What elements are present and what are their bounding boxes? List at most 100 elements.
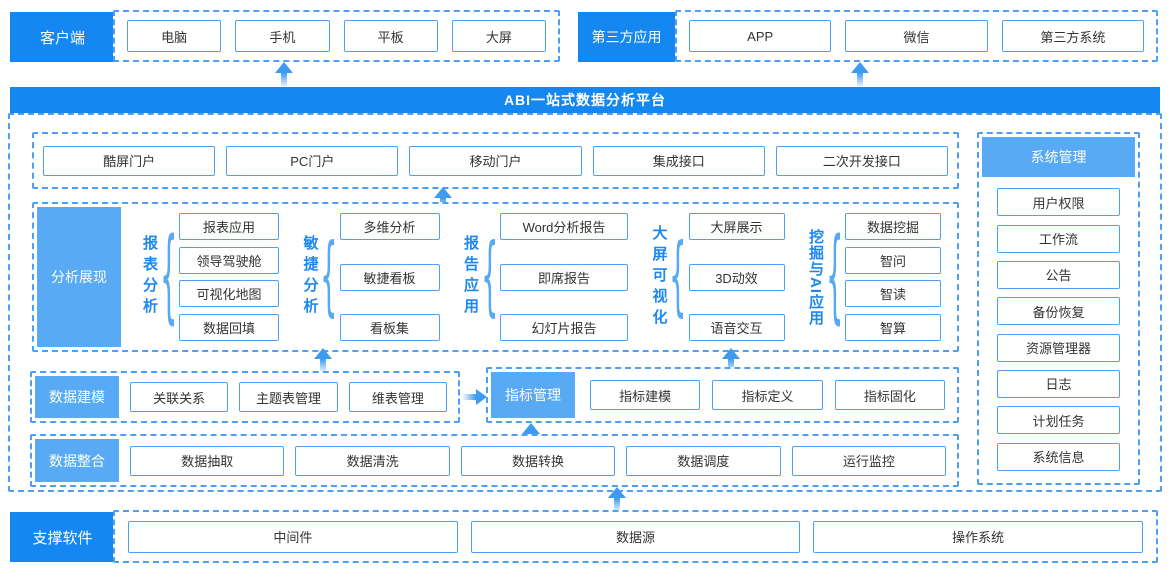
metric-label: 指标管理 [491, 372, 575, 418]
system-box: 日志 [997, 369, 1120, 398]
integration-box: 数据转换 [460, 445, 616, 476]
portal-box: 移动门户 [409, 145, 582, 176]
analysis-group-bigscreen: 大屏可视化 大屏展示 3D动效 语音交互 [650, 213, 785, 341]
system-box: 资源管理器 [997, 333, 1120, 362]
modeling-box: 维表管理 [348, 382, 447, 412]
analysis-groups: 报表分析 报表应用 领导驾驶舱 可视化地图 数据回填 敏捷分析 多维分析 敏捷看… [130, 204, 951, 350]
analysis-box: 幻灯片报告 [500, 314, 628, 341]
analysis-label: 分析展现 [37, 207, 121, 347]
analysis-box: 智读 [845, 280, 941, 308]
client-devices-row: 电脑 手机 平板 大屏 [115, 12, 558, 60]
analysis-box: 智问 [845, 246, 941, 274]
modeling-label: 数据建模 [35, 376, 119, 418]
system-box: 用户权限 [997, 188, 1120, 217]
portal-row: 酷屏门户 PC门户 移动门户 集成接口 二次开发接口 [34, 134, 957, 187]
third-party-label: 第三方应用 [578, 12, 675, 62]
group-items: 数据挖掘 智问 智读 智算 [845, 213, 941, 341]
metric-row: 指标建模 指标定义 指标固化 [488, 369, 957, 421]
support-container: 中间件 数据源 操作系统 [113, 510, 1158, 563]
client-devices-container: 电脑 手机 平板 大屏 [113, 10, 560, 62]
integration-band: 数据整合 数据抽取 数据清洗 数据转换 数据调度 运行监控 [30, 434, 959, 487]
group-items: 大屏展示 3D动效 语音交互 [688, 213, 785, 341]
system-label: 系统管理 [982, 137, 1135, 177]
analysis-group-agile: 敏捷分析 多维分析 敏捷看板 看板集 [301, 213, 440, 341]
brace-icon [161, 260, 176, 294]
up-arrow-icon [608, 487, 626, 512]
up-arrow-icon [275, 62, 293, 87]
group-name: 大屏可视化 [650, 224, 668, 330]
analysis-box: 报表应用 [179, 213, 279, 240]
metric-band: 指标管理 指标建模 指标定义 指标固化 [486, 367, 959, 423]
analysis-box: 智算 [845, 313, 941, 341]
up-arrow-icon [851, 62, 869, 87]
group-items: Word分析报告 即席报告 幻灯片报告 [500, 213, 628, 341]
analysis-box: 语音交互 [688, 314, 785, 341]
portal-box: 酷屏门户 [43, 145, 216, 176]
modeling-band: 数据建模 关联关系 主题表管理 维表管理 [30, 371, 460, 423]
support-box: 数据源 [470, 520, 801, 553]
analysis-box: 数据回填 [179, 313, 279, 341]
analysis-group-ai: 挖掘与AI应用 数据挖掘 智问 智读 智算 [806, 213, 941, 341]
analysis-box: 领导驾驶舱 [179, 246, 279, 274]
analysis-box: 大屏展示 [688, 213, 785, 240]
brace-icon [827, 260, 842, 294]
group-name: 报告应用 [462, 235, 479, 319]
metric-box: 指标固化 [834, 380, 945, 410]
support-box: 中间件 [128, 520, 458, 553]
analysis-box: Word分析报告 [500, 213, 628, 240]
brace-icon [482, 260, 497, 294]
analysis-box: 3D动效 [688, 263, 785, 291]
up-arrow-icon [314, 348, 332, 373]
system-box: 计划任务 [997, 406, 1120, 435]
system-box: 备份恢复 [997, 297, 1120, 326]
portal-box: PC门户 [226, 145, 399, 176]
group-items: 多维分析 敏捷看板 看板集 [339, 213, 440, 341]
modeling-box: 主题表管理 [239, 382, 338, 412]
analysis-box: 敏捷看板 [339, 263, 440, 291]
system-box: 系统信息 [997, 442, 1120, 471]
system-box: 工作流 [997, 224, 1120, 253]
system-items: 用户权限 工作流 公告 备份恢复 资源管理器 日志 计划任务 系统信息 [997, 180, 1120, 479]
third-party-box: APP [689, 20, 832, 52]
analysis-band: 分析展现 报表分析 报表应用 领导驾驶舱 可视化地图 数据回填 敏捷分析 [32, 202, 959, 352]
third-party-container: APP 微信 第三方系统 [675, 10, 1158, 62]
support-box: 操作系统 [813, 520, 1144, 553]
system-panel: 系统管理 用户权限 工作流 公告 备份恢复 资源管理器 日志 计划任务 系统信息 [977, 132, 1140, 485]
brace-icon [671, 260, 686, 294]
right-arrow-icon [463, 389, 487, 405]
group-name: 报表分析 [141, 235, 158, 319]
up-arrow-icon [722, 348, 740, 373]
metric-box: 指标建模 [590, 380, 701, 410]
integration-row: 数据抽取 数据清洗 数据转换 数据调度 运行监控 [32, 436, 957, 485]
integration-box: 数据清洗 [295, 445, 450, 476]
device-box: 电脑 [127, 20, 222, 52]
third-party-box: 微信 [845, 20, 988, 52]
device-box: 手机 [235, 20, 330, 52]
analysis-box: 多维分析 [339, 213, 440, 240]
analysis-box: 可视化地图 [179, 280, 279, 308]
client-label: 客户端 [10, 12, 115, 62]
third-party-box: 第三方系统 [1001, 20, 1144, 52]
group-name: 挖掘与AI应用 [807, 228, 824, 326]
device-box: 平板 [343, 20, 438, 52]
group-items: 报表应用 领导驾驶舱 可视化地图 数据回填 [179, 213, 279, 341]
platform-banner: ABI一站式数据分析平台 [10, 87, 1160, 113]
integration-box: 数据调度 [626, 445, 781, 476]
portal-row-container: 酷屏门户 PC门户 移动门户 集成接口 二次开发接口 [32, 132, 959, 189]
analysis-group-reporting: 报告应用 Word分析报告 即席报告 幻灯片报告 [461, 213, 628, 341]
modeling-box: 关联关系 [130, 382, 229, 412]
device-box: 大屏 [451, 20, 546, 52]
analysis-group-report: 报表分析 报表应用 领导驾驶舱 可视化地图 数据回填 [140, 213, 279, 341]
support-label: 支撑软件 [10, 512, 115, 562]
brace-icon [322, 260, 337, 294]
portal-box: 集成接口 [592, 145, 765, 176]
third-party-row: APP 微信 第三方系统 [677, 12, 1156, 60]
modeling-row: 关联关系 主题表管理 维表管理 [32, 373, 458, 421]
integration-box: 数据抽取 [130, 445, 285, 476]
portal-box: 二次开发接口 [775, 145, 949, 176]
support-row: 中间件 数据源 操作系统 [115, 512, 1156, 561]
metric-box: 指标定义 [712, 380, 823, 410]
group-name: 敏捷分析 [301, 235, 319, 319]
analysis-box: 看板集 [339, 314, 440, 341]
